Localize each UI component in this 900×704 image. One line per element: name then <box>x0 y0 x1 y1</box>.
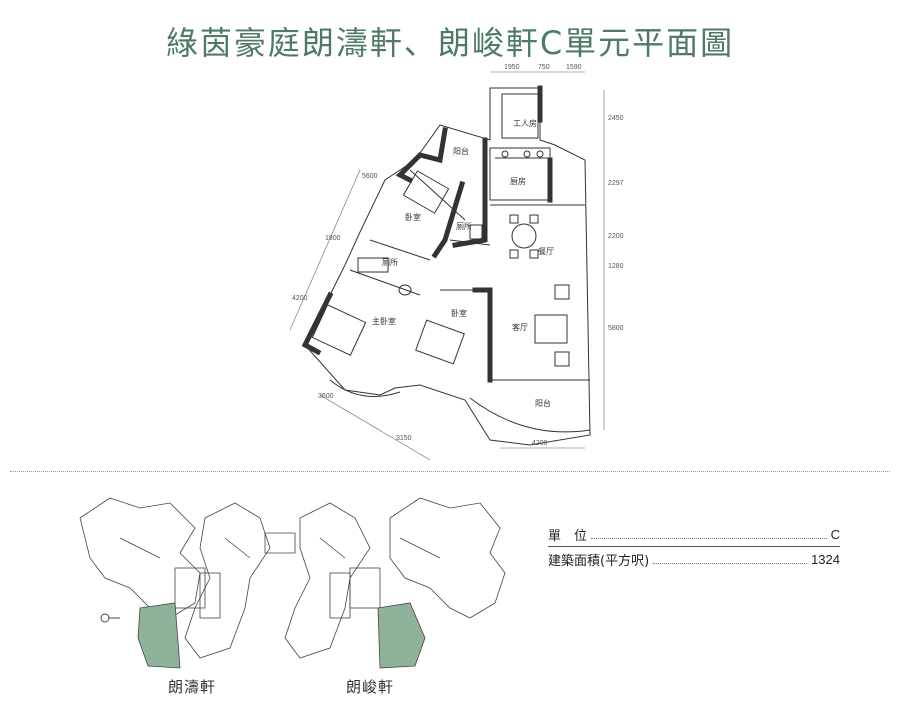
dim-top-3: 1590 <box>566 64 582 71</box>
dim-top-1: 1950 <box>504 64 520 71</box>
floor-plan: 1950 750 1590 2450 2297 2200 1280 5800 5… <box>289 64 624 461</box>
unit-label: 單 位 <box>548 528 588 544</box>
section-divider <box>10 471 890 472</box>
area-value: 1324 <box>811 551 840 567</box>
dim-right-1: 2450 <box>608 115 624 122</box>
room-kitchen: 厨房 <box>510 176 526 186</box>
area-dots <box>653 554 808 564</box>
unit-c-highlight-left <box>137 602 181 669</box>
dim-left-3: 4200 <box>292 295 308 302</box>
unit-value: C <box>830 526 840 542</box>
dim-right-2: 2297 <box>608 180 624 187</box>
dim-right-4: 1280 <box>608 263 624 270</box>
unit-info-panel: 單 位 C 建築面積(平方呎) 1324 <box>548 522 840 571</box>
room-balcony-top: 阳台 <box>453 146 469 156</box>
room-dining: 餐厅 <box>538 247 554 256</box>
room-worker: 工人房 <box>513 118 537 128</box>
tower-right-label: 朗峻軒 <box>346 678 395 696</box>
dim-bottom-left-1: 3600 <box>318 393 334 400</box>
info-divider <box>548 546 840 547</box>
unit-row: 單 位 C <box>548 522 840 546</box>
room-living: 客厅 <box>512 322 528 332</box>
area-label: 建築面積(平方呎) <box>548 553 650 569</box>
dim-left-1: 5600 <box>362 173 378 180</box>
unit-dots <box>591 529 827 539</box>
dim-top-2: 750 <box>538 64 550 71</box>
room-toilet: 厕所 <box>382 257 398 267</box>
dim-right-5: 5800 <box>608 325 624 332</box>
unit-c-highlight-right <box>377 602 426 669</box>
dim-bottom: 4200 <box>532 440 548 447</box>
tower-left-label: 朗濤軒 <box>168 678 217 696</box>
room-toilet-small: 厕所 <box>456 221 472 231</box>
key-plan <box>79 497 506 669</box>
room-master: 主卧室 <box>372 316 396 326</box>
area-row: 建築面積(平方呎) 1324 <box>548 547 840 571</box>
room-bedroom-mid: 卧室 <box>451 308 467 318</box>
north-arrow-icon <box>100 613 120 623</box>
page-title: 綠茵豪庭朗濤軒、朗峻軒C單元平面圖 <box>165 24 735 62</box>
dim-left-2: 1800 <box>325 235 341 242</box>
dim-bottom-left-2: 3150 <box>396 435 412 442</box>
dim-right-3: 2200 <box>608 233 624 240</box>
room-bedroom-top: 卧室 <box>405 212 421 222</box>
room-balcony-bottom: 阳台 <box>535 398 551 408</box>
